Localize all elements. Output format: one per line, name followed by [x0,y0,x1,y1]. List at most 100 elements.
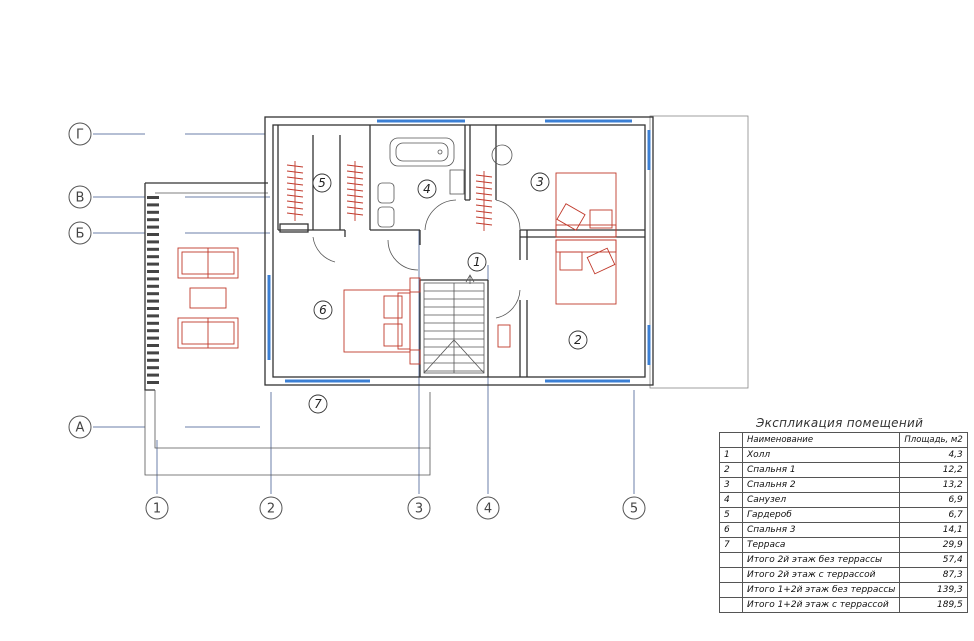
railing-baluster [147,358,159,362]
room-marker: 7 [308,394,328,414]
railing-baluster [147,307,159,310]
explication-cell-name: Спальня 1 [741,462,901,478]
railing-baluster [147,351,159,355]
railing-baluster [147,196,159,199]
stair [423,274,485,374]
railing-baluster [147,344,159,347]
header-area: Площадь, м2 [899,432,968,448]
explication-cell-num: 7 [719,537,743,553]
explication-cell-num: 4 [719,492,743,508]
railing-baluster [147,203,159,207]
explication-cell-area: 29,9 [899,537,968,553]
terrace-outline [144,182,431,476]
room-number: 1 [473,255,481,269]
axis-number-bubble-label: 4 [484,502,492,517]
explication-cell-area: 14,1 [899,522,968,538]
railing-baluster [147,329,159,333]
axis-number-bubble-label: 2 [267,502,275,517]
railing-baluster [147,255,159,259]
explication-cell-num: 1 [719,447,743,463]
room-marker: 3 [530,172,550,192]
axis-letter-bubble-label: Г [76,128,84,143]
room-number: 2 [574,333,582,347]
explication-cell-area: 13,2 [899,477,968,493]
explication-cell-num [719,567,743,583]
explication-cell-name: Итого 1+2й этаж без террассы [741,582,901,598]
railing-baluster [147,233,159,236]
terrace-railing [147,196,159,384]
explication-cell-area: 6,9 [899,492,968,508]
room-marker: 1 [467,252,487,272]
room-number: 5 [318,176,326,190]
explication-cell-name: Спальня 2 [741,477,901,493]
wardrobe-rails [286,161,493,231]
axis-number-bubble: 4 [476,496,500,520]
room-number: 4 [423,182,431,196]
explication-cell-name: Терраса [741,537,901,553]
axis-number-bubble-label: 5 [630,502,638,517]
explication-cell-area: 12,2 [899,462,968,478]
room-markers: 1 2 3 4 5 6 7 [308,172,588,414]
railing-baluster [147,210,159,214]
railing-baluster [147,218,159,222]
railing-baluster [147,373,159,377]
explication-cell-num: 3 [719,477,743,493]
header-name: Наименование [741,432,901,448]
explication-cell-area: 139,3 [899,582,968,598]
explication-cell-num [719,552,743,568]
explication-cell-area: 189,5 [899,597,968,613]
room-marker: 5 [312,173,332,193]
railing-baluster [147,277,159,281]
room-marker: 2 [568,330,588,350]
explication-cell-area: 4,3 [899,447,968,463]
railing-baluster [147,247,159,251]
axis-bubbles: Г В Б А 1 2 3 4 5 [68,122,646,520]
terrace-furniture [177,247,239,349]
railing-baluster [147,314,159,318]
room-marker: 6 [313,300,333,320]
explication-header-row: Наименование Площадь, м2 [719,432,968,448]
axis-letter-bubble-label: В [76,191,85,206]
explication-cell-name: Итого 2й этаж без террассы [741,552,901,568]
axis-number-bubble-label: 3 [415,502,423,517]
railing-baluster [147,336,159,340]
explication-cell-num: 2 [719,462,743,478]
axis-letter-bubble: Г [68,122,92,146]
windows [267,119,651,383]
outer-walls [264,116,654,386]
explication-title: Экспликация помещений [756,416,924,430]
railing-baluster [147,321,159,325]
doors [312,199,521,319]
room-number: 7 [314,397,322,411]
explication-cell-num: 5 [719,507,743,523]
explication-cell-name: Итого 2й этаж с террассой [741,567,901,583]
axis-letter-bubble-label: А [76,421,85,436]
bathroom-fixtures [377,137,513,228]
railing-baluster [147,225,159,229]
explication-cell-num [719,597,743,613]
axis-letter-bubble-label: Б [76,227,85,242]
railing-baluster [147,366,159,370]
beds [343,172,617,365]
railing-baluster [147,262,159,266]
room-number: 3 [536,175,544,189]
explication-cell-name: Гардероб [741,507,901,523]
railing-baluster [147,299,159,303]
explication-cell-name: Итого 1+2й этаж с террассой [741,597,901,613]
axis-letter-bubble: В [68,185,92,209]
explication-cell-area: 57,4 [899,552,968,568]
railing-baluster [147,270,159,273]
room-marker: 4 [417,179,437,199]
axis-letter-bubble: Б [68,221,92,245]
explication-cell-name: Санузел [741,492,901,508]
